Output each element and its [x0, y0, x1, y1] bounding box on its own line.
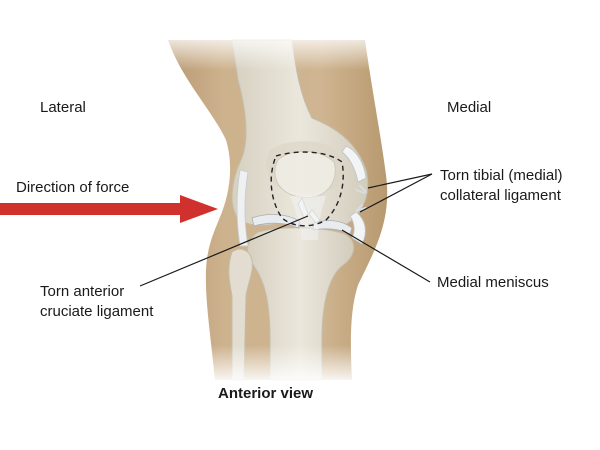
leader-line-mcl-upper — [367, 173, 433, 189]
leader-line-mcl-lower — [359, 173, 433, 213]
force-arrow — [0, 195, 218, 223]
label-medial-meniscus: Medial meniscus — [437, 274, 549, 291]
lateral-meniscus — [251, 214, 301, 229]
patella-dashed-outline — [270, 151, 344, 227]
leader-line-meniscus — [341, 229, 431, 283]
medial-collateral-ligament — [341, 145, 367, 183]
ligament-tear-fibers — [355, 185, 367, 212]
label-torn-tibial-line1: Torn tibial (medial) — [440, 167, 563, 184]
label-direction-of-force: Direction of force — [16, 179, 130, 196]
lateral-collateral-ligament — [236, 169, 249, 247]
label-anterior-view: Anterior view — [218, 385, 314, 402]
patellar-tendon — [290, 196, 326, 240]
label-lateral: Lateral — [40, 99, 86, 116]
medial-collateral-ligament-lower — [349, 211, 366, 245]
label-torn-tibial-line2: collateral ligament — [440, 187, 561, 204]
label-torn-acl-line1: Torn anterior — [40, 283, 125, 300]
leader-line-acl — [139, 215, 309, 287]
patella — [274, 150, 336, 198]
label-torn-acl-line2: cruciate ligament — [40, 303, 154, 320]
tibia — [247, 227, 355, 381]
label-medial: Medial — [447, 99, 492, 116]
